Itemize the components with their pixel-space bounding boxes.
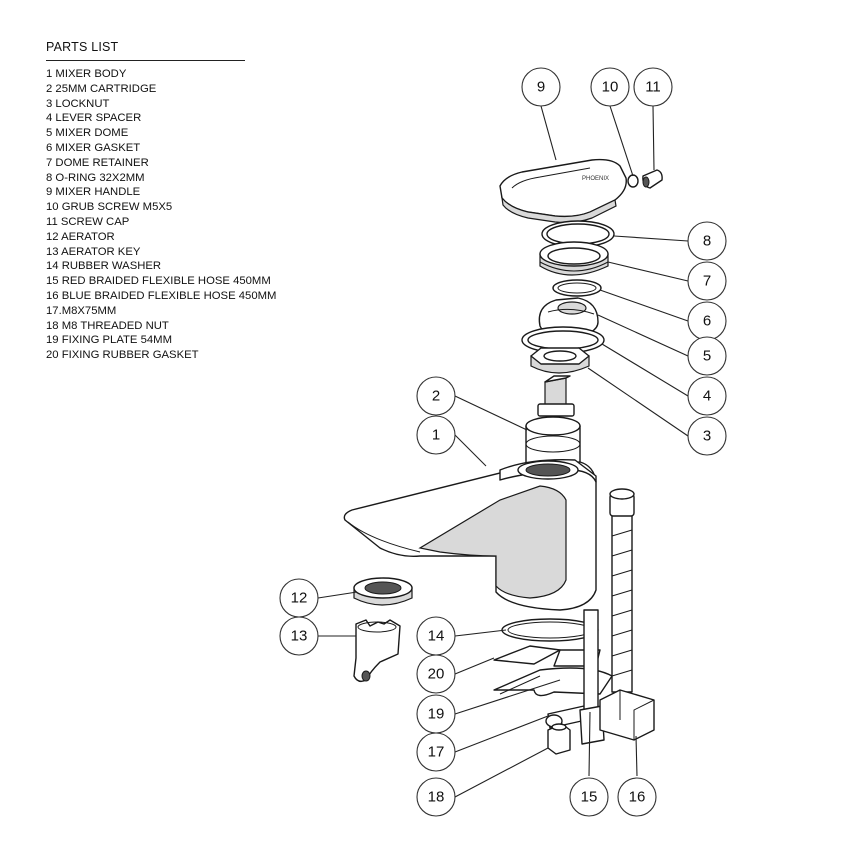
svg-text:10: 10 [602,79,619,96]
parts-list-item: 2 25MM CARTRIDGE [46,82,157,95]
parts-list-divider [46,60,245,61]
callout-14: 14 [416,616,456,656]
parts-list-item: 8 O-RING 32X2MM [46,171,145,184]
callout-12: 12 [279,578,319,618]
parts-list-item: 10 GRUB SCREW M5X5 [46,201,173,214]
callout-15: 15 [569,777,609,817]
mixer-handle-drawing: PHOENIX [499,158,627,224]
parts-list-item: 6 MIXER GASKET [46,141,141,154]
parts-list-item: 17.M8X75MM [46,304,117,317]
parts-list-item: 11 SCREW CAP [46,215,130,228]
svg-text:14: 14 [428,628,445,645]
parts-list-title: PARTS LIST [46,40,119,54]
svg-text:2: 2 [432,388,440,405]
svg-text:19: 19 [428,706,445,723]
svg-text:4: 4 [703,388,711,405]
dome-retainer-drawing [539,241,609,276]
svg-text:8: 8 [703,233,711,250]
callout-4: 4 [687,376,727,416]
parts-list-item: 13 AERATOR KEY [46,245,141,258]
locknut-drawing [530,347,590,374]
callout-5: 5 [687,336,727,376]
grub-screw-drawing [627,174,639,188]
svg-text:5: 5 [703,348,711,365]
parts-list-panel: PARTS LIST 1 MIXER BODY 2 25MM CARTRIDGE… [46,40,277,363]
callout-6: 6 [687,301,727,341]
callout-20: 20 [416,654,456,694]
svg-text:20: 20 [428,666,445,683]
svg-text:12: 12 [291,590,308,607]
parts-list-item: 14 RUBBER WASHER [46,260,162,273]
svg-text:3: 3 [703,428,711,445]
leader-lines [317,105,689,798]
callout-13: 13 [279,616,319,656]
m8-threaded-nut-drawing [547,723,571,755]
screw-cap-drawing [642,169,663,189]
lever-spacer-drawing [521,326,605,354]
mixer-body-drawing [343,459,597,611]
parts-list-item: 7 DOME RETAINER [46,156,149,169]
svg-text:15: 15 [581,789,598,806]
mixer-gasket-drawing [552,279,602,297]
parts-list-item: 18 M8 THREADED NUT [46,319,169,332]
svg-text:1: 1 [432,427,440,444]
callout-7: 7 [687,261,727,301]
parts-list-item: 12 AERATOR [46,230,115,243]
parts-list-item: 16 BLUE BRAIDED FLEXIBLE HOSE 450MM [46,289,277,302]
aerator-drawing [353,577,413,606]
parts-list-item: 19 FIXING PLATE 54MM [46,334,172,347]
callout-11: 11 [633,67,673,107]
callout-9: 9 [521,67,561,107]
parts-list-item: 3 LOCKNUT [46,97,110,110]
blue-hose-drawing [599,488,655,741]
parts-list: 1 MIXER BODY 2 25MM CARTRIDGE 3 LOCKNUT … [46,67,277,363]
parts-list-item: 5 MIXER DOME [46,127,129,140]
svg-text:17: 17 [428,744,445,761]
svg-text:11: 11 [645,79,661,96]
parts-list-item: 20 FIXING RUBBER GASKET [46,349,199,362]
callout-19: 19 [416,694,456,734]
parts-list-item: 9 MIXER HANDLE [46,186,141,199]
svg-text:9: 9 [537,79,545,96]
callout-17: 17 [416,732,456,772]
callout-8: 8 [687,221,727,261]
callout-18: 18 [416,777,456,817]
svg-text:16: 16 [629,789,646,806]
svg-text:13: 13 [291,628,308,645]
red-hose-drawing [579,609,605,745]
svg-text:7: 7 [703,273,711,290]
cartridge-drawing [525,375,581,472]
svg-text:6: 6 [703,313,711,330]
callout-3: 3 [687,416,727,456]
parts-list-item: 15 RED BRAIDED FLEXIBLE HOSE 450MM [46,275,271,288]
callout-2: 2 [416,376,456,416]
callout-1: 1 [416,415,456,455]
callout-16: 16 [617,777,657,817]
o-ring-drawing [541,220,615,248]
callout-10: 10 [590,67,630,107]
parts-list-item: 1 MIXER BODY [46,68,127,80]
aerator-key-drawing [353,619,401,683]
parts-list-item: 4 LEVER SPACER [46,112,142,125]
svg-text:18: 18 [428,789,445,806]
svg-text:PHOENIX: PHOENIX [582,176,609,182]
